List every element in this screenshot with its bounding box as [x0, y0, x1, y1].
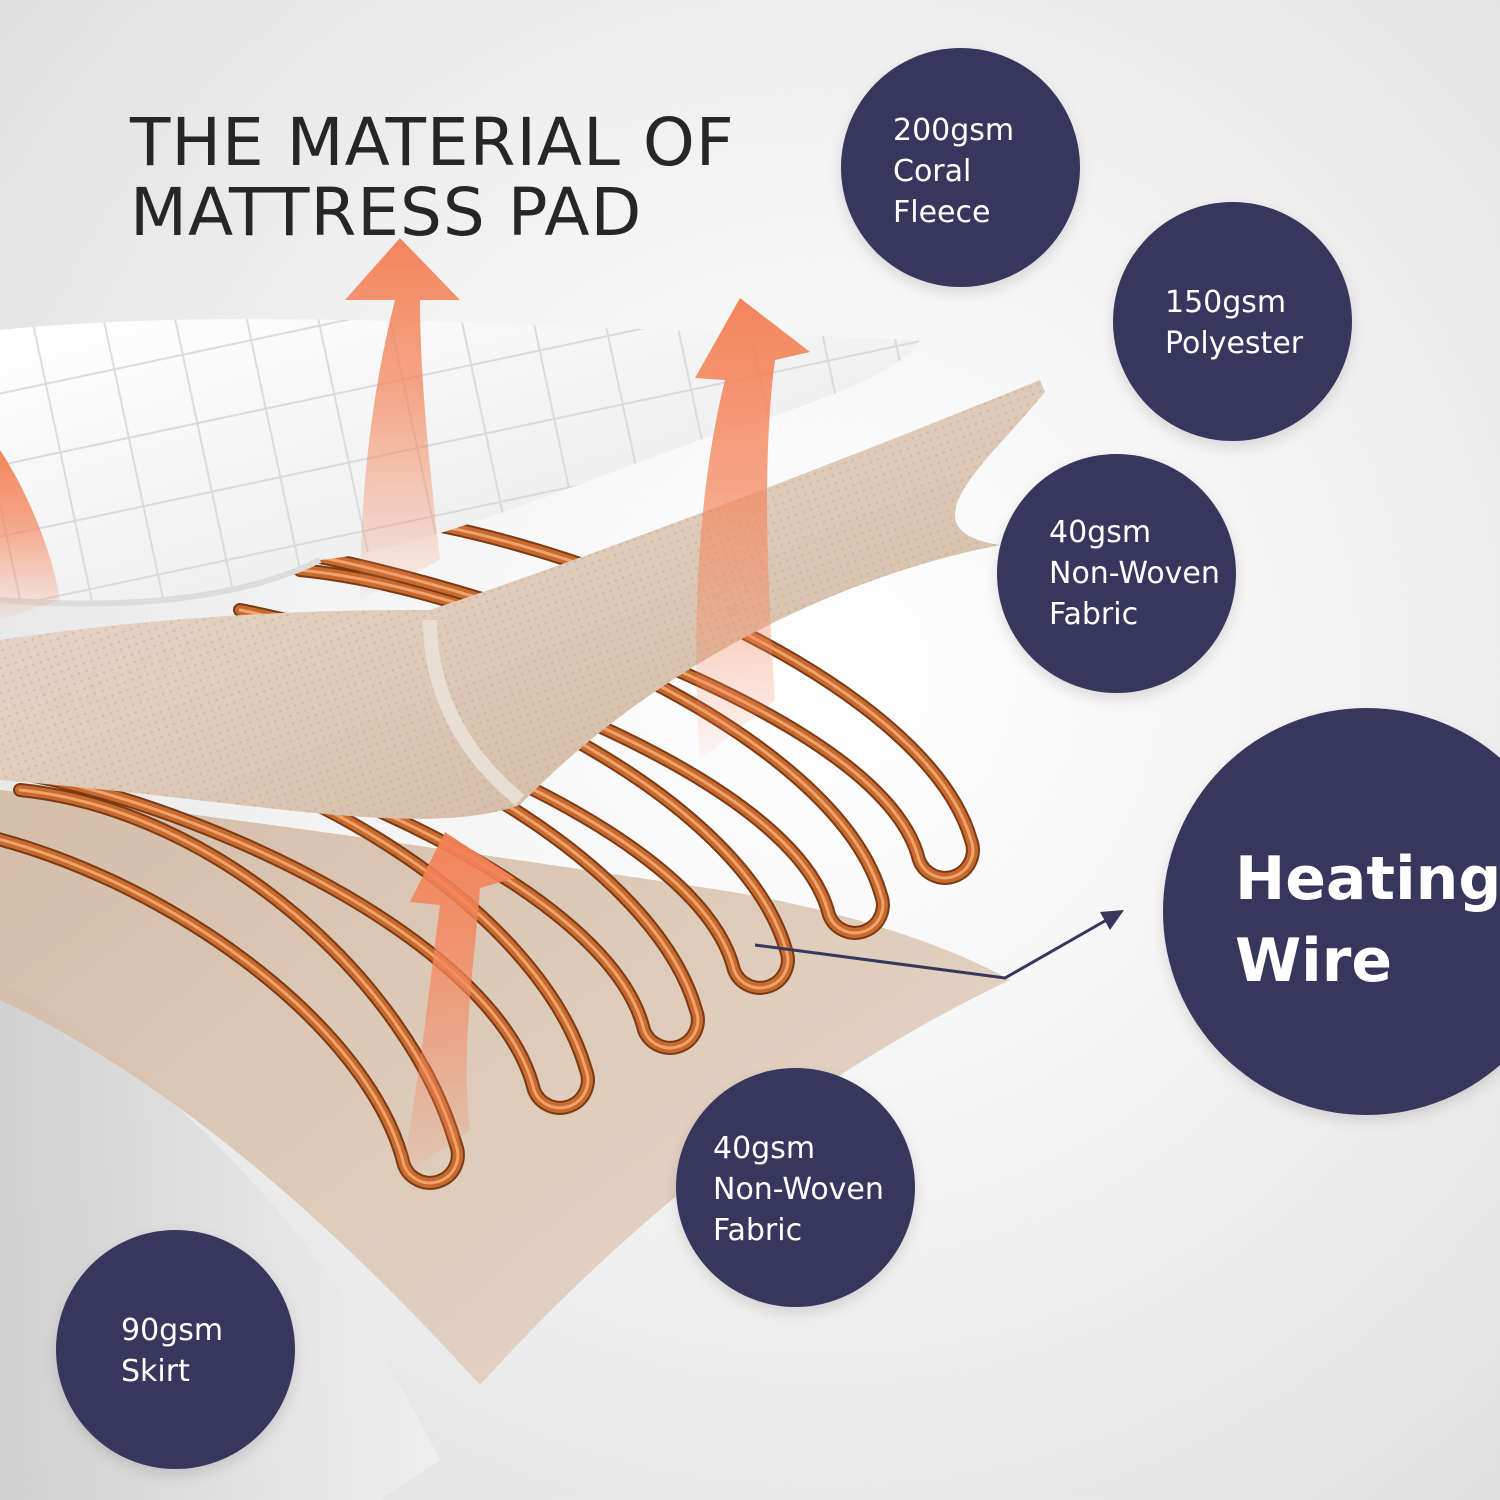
layer-weight: 200gsm [893, 113, 1015, 148]
layer-name: Non-Woven [1049, 556, 1220, 591]
label-nonwoven-bottom: 40gsm Non-Woven Fabric [676, 1068, 915, 1307]
title-line-2: MATTRESS PAD [130, 174, 643, 251]
label-heating-wire: Heating Wire [1163, 708, 1500, 1115]
label-polyester: 150gsm Polyester [1113, 202, 1352, 441]
label-nonwoven-top: 40gsm Non-Woven Fabric [997, 454, 1236, 693]
layer-name: Wire [1235, 926, 1393, 996]
layer-name: Polyester [1165, 326, 1304, 361]
heating-wire-loop [0, 788, 460, 1185]
layer-name: Fleece [893, 195, 991, 230]
label-skirt: 90gsm Skirt [56, 1230, 295, 1469]
heat-arrow-icon [345, 238, 460, 600]
pointer-arrow-icon [754, 910, 1124, 980]
page-title: THE MATERIAL OF MATTRESS PAD [130, 108, 735, 248]
layer-name: Fabric [1049, 597, 1139, 632]
label-coral-fleece: 200gsm Coral Fleece [841, 48, 1080, 287]
heat-arrow-icon [0, 450, 60, 620]
layer-name: Fabric [713, 1213, 803, 1248]
layer-name: Coral [893, 154, 972, 189]
layer-weight: 40gsm [1049, 515, 1152, 550]
layer-weight: 40gsm [713, 1131, 816, 1166]
layer-name: Skirt [121, 1354, 190, 1389]
heating-wire-loop [28, 733, 590, 1110]
layer-weight: 90gsm [121, 1313, 224, 1348]
layer-weight: 150gsm [1165, 285, 1287, 320]
title-line-1: THE MATERIAL OF [130, 104, 735, 181]
heat-arrow-icon [400, 832, 515, 1180]
bottom-nonwoven-layer [0, 790, 1010, 1385]
layer-name: Heating [1235, 844, 1500, 914]
layer-name: Non-Woven [713, 1172, 884, 1207]
heat-arrow-icon [695, 298, 810, 760]
